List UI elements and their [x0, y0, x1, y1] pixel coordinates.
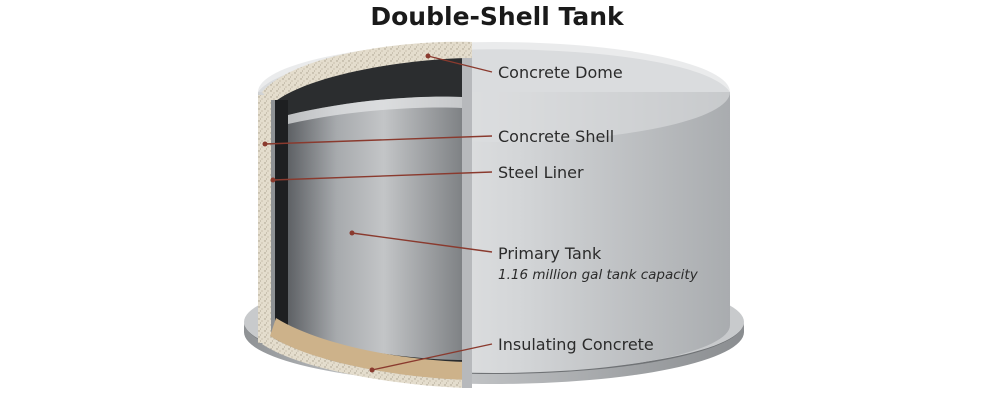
label-steel-liner: Steel Liner: [498, 163, 584, 182]
leader-dot-insulating-concrete: [370, 368, 375, 373]
concrete-shell-section: [258, 95, 271, 343]
steel-liner-section: [271, 100, 275, 340]
label-insulating-concrete: Insulating Concrete: [498, 335, 654, 354]
primary-tank: [288, 97, 462, 360]
leader-dot-steel-liner: [271, 178, 276, 183]
leader-dot-primary-tank: [350, 231, 355, 236]
leader-dot-concrete-dome: [426, 54, 431, 59]
leader-dot-concrete-shell: [263, 142, 268, 147]
label-concrete-shell: Concrete Shell: [498, 127, 614, 146]
cutaway-section: [258, 42, 472, 388]
label-primary-tank: Primary Tank: [498, 244, 602, 263]
label-concrete-dome: Concrete Dome: [498, 63, 623, 82]
label-primary-tank-capacity: 1.16 million gal tank capacity: [498, 267, 699, 283]
